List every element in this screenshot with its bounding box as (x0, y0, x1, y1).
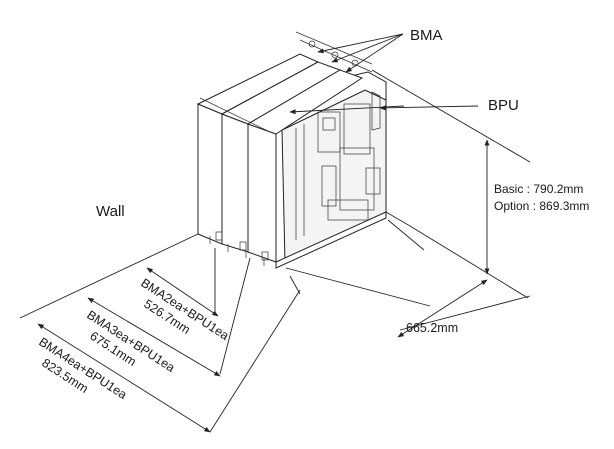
callout-leaders (289, 33, 479, 115)
height-basic-label: Basic : 790.2mm (494, 182, 583, 196)
height-option-label: Option : 869.3mm (494, 199, 589, 213)
bpu-label: BPU (488, 97, 519, 114)
depth-dimension (397, 279, 488, 338)
width-dimensions (37, 267, 221, 433)
bma-label: BMA (410, 27, 443, 44)
bma-modules (196, 31, 373, 266)
bpu-components (295, 91, 381, 240)
depth-label: 665.2mm (406, 321, 458, 335)
cabinet-unit (196, 31, 387, 269)
wall-label: Wall (96, 203, 125, 220)
extension-lines (19, 69, 531, 433)
